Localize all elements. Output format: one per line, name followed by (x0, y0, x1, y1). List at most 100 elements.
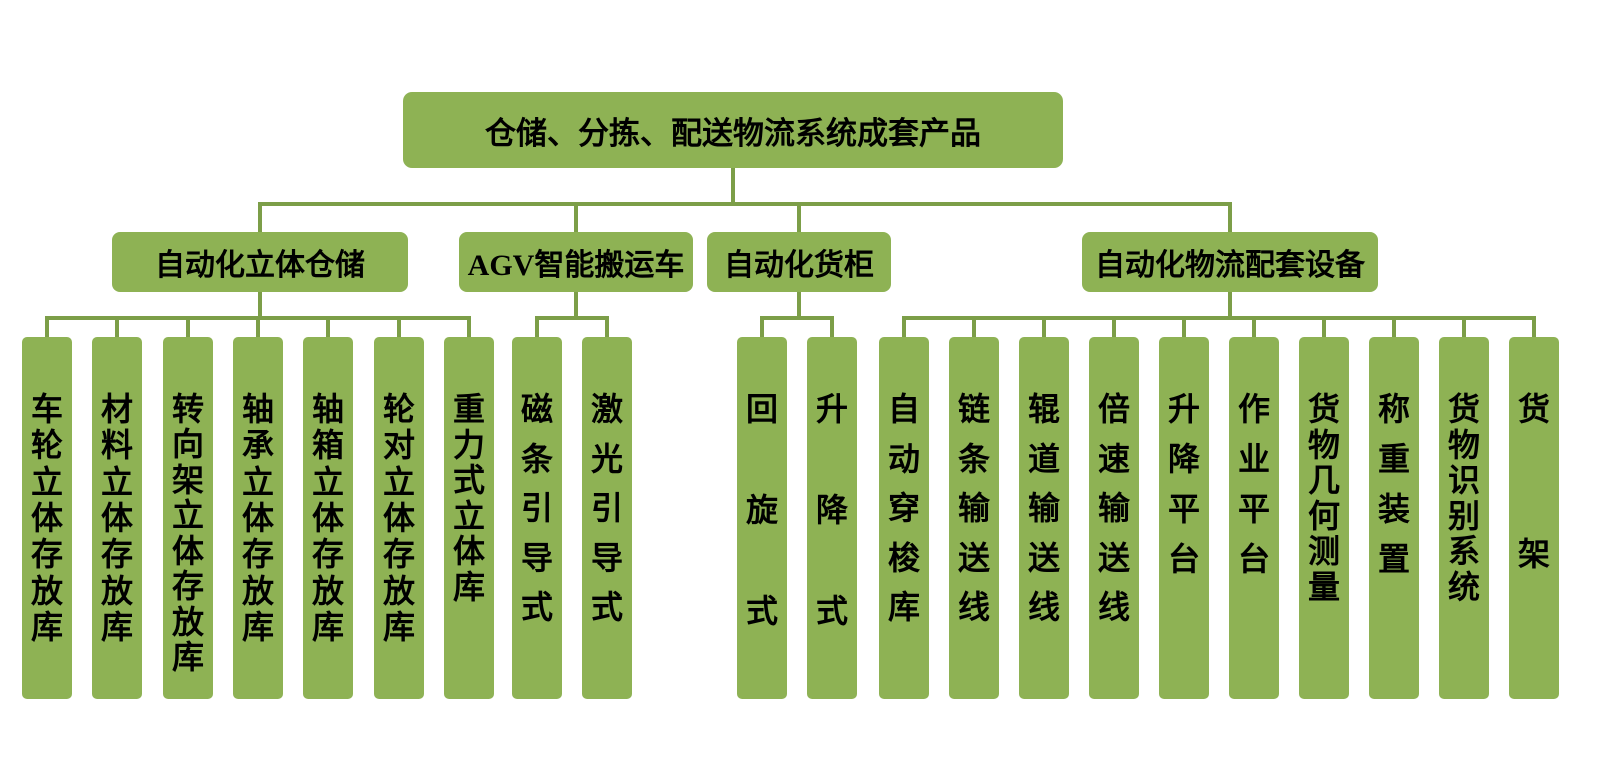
leaf-char: 导 (590, 539, 623, 576)
leaf-char: 降 (815, 492, 848, 528)
leaf-char: 磁 (520, 391, 553, 427)
leaf-char: 重 (452, 391, 485, 427)
leaf-char: 系 (1447, 533, 1480, 570)
branch-node-4: 自动化物流配套设备 (1082, 232, 1378, 292)
leaf-char: 置 (1377, 541, 1410, 577)
leaf-char: 梭 (887, 539, 920, 576)
leaf-char: 货 (1447, 391, 1480, 427)
leaf-char: 穿 (887, 490, 920, 526)
leaf-node: 材料立体存放库 (92, 337, 142, 699)
leaf-char: 体 (311, 499, 344, 536)
leaf-char: 存 (241, 536, 274, 573)
leaf-char: 量 (1307, 568, 1340, 605)
leaf-char: 线 (1097, 589, 1130, 625)
leaf-char: 几 (1307, 462, 1340, 499)
leaf-char: 库 (171, 638, 204, 675)
leaf-char: 存 (100, 536, 133, 573)
leaf-char: 轴 (311, 391, 344, 427)
leaf-char: 存 (30, 536, 63, 573)
leaf-char: 放 (100, 572, 133, 609)
leaf-char: 立 (171, 497, 204, 534)
leaf-node: 轴箱立体存放库 (303, 337, 353, 699)
leaf-char: 立 (100, 463, 133, 500)
leaf-char: 体 (452, 533, 485, 570)
leaf-node: 倍速输送线 (1089, 337, 1139, 699)
leaf-node: 轮对立体存放库 (374, 337, 424, 699)
leaf-char: 架 (1517, 536, 1550, 572)
leaf-char: 立 (311, 463, 344, 500)
leaf-char: 存 (382, 536, 415, 573)
leaf-char: 输 (1097, 490, 1130, 526)
leaf-char: 送 (957, 539, 990, 576)
leaf-node: 链条输送线 (949, 337, 999, 699)
leaf-char: 称 (1377, 391, 1410, 427)
leaf-char: 输 (1027, 490, 1060, 526)
leaf-node: 激光引导式 (582, 337, 632, 699)
leaf-char: 轮 (382, 391, 415, 427)
leaf-node: 重力式立体库 (444, 337, 494, 699)
leaf-char: 回 (745, 391, 778, 427)
leaf-char: 送 (1097, 539, 1130, 576)
leaf-char: 库 (382, 608, 415, 645)
leaf-char: 体 (382, 499, 415, 536)
leaf-char: 对 (382, 427, 415, 464)
leaf-char: 材 (100, 391, 133, 427)
leaf-char: 式 (590, 589, 623, 625)
leaf-char: 存 (171, 568, 204, 605)
leaf-char: 轴 (241, 391, 274, 427)
leaf-char: 装 (1377, 491, 1410, 527)
leaf-char: 作 (1237, 391, 1270, 427)
leaf-char: 货 (1307, 391, 1340, 427)
root-node: 仓储、分拣、配送物流系统成套产品 (403, 92, 1063, 168)
leaf-char: 别 (1447, 497, 1480, 534)
leaf-char: 测 (1307, 533, 1340, 570)
leaf-char: 条 (957, 440, 990, 477)
leaf-node: 称重装置 (1369, 337, 1419, 699)
leaf-char: 车 (30, 391, 63, 427)
leaf-node: 回旋式 (737, 337, 787, 699)
leaf-char: 向 (171, 426, 204, 463)
leaf-node: 自动穿梭库 (879, 337, 929, 699)
leaf-char: 库 (887, 589, 920, 625)
leaf-char: 自 (887, 391, 920, 427)
leaf-char: 体 (171, 532, 204, 569)
leaf-char: 放 (30, 572, 63, 609)
leaf-node: 货物几何测量 (1299, 337, 1349, 699)
leaf-node: 升降平台 (1159, 337, 1209, 699)
leaf-char: 激 (590, 391, 623, 427)
leaf-char: 体 (241, 499, 274, 536)
leaf-char: 光 (590, 440, 623, 477)
leaf-char: 立 (382, 463, 415, 500)
leaf-char: 何 (1307, 497, 1340, 534)
leaf-char: 台 (1237, 541, 1270, 577)
leaf-char: 输 (957, 490, 990, 526)
leaf-char: 箱 (311, 427, 344, 464)
leaf-char: 放 (241, 572, 274, 609)
leaf-char: 旋 (745, 492, 778, 528)
leaf-char: 式 (452, 462, 485, 499)
leaf-char: 转 (171, 391, 204, 427)
leaf-node: 轴承立体存放库 (233, 337, 283, 699)
branch-node-3: 自动化货柜 (707, 232, 891, 292)
leaf-char: 平 (1237, 491, 1270, 527)
leaf-char: 体 (100, 499, 133, 536)
leaf-char: 升 (1167, 391, 1200, 427)
leaf-char: 库 (100, 608, 133, 645)
leaf-char: 式 (745, 593, 778, 629)
leaf-node: 升降式 (807, 337, 857, 699)
leaf-char: 道 (1027, 440, 1060, 477)
leaf-char: 承 (241, 427, 274, 464)
leaf-char: 导 (520, 539, 553, 576)
leaf-char: 式 (520, 589, 553, 625)
leaf-char: 引 (590, 490, 623, 526)
leaf-char: 业 (1237, 441, 1270, 477)
leaf-char: 条 (520, 440, 553, 477)
leaf-node: 转向架立体存放库 (163, 337, 213, 699)
leaf-node: 货架 (1509, 337, 1559, 699)
leaf-char: 立 (452, 497, 485, 534)
leaf-char: 重 (1377, 441, 1410, 477)
leaf-char: 线 (1027, 589, 1060, 625)
leaf-node: 货物识别系统 (1439, 337, 1489, 699)
